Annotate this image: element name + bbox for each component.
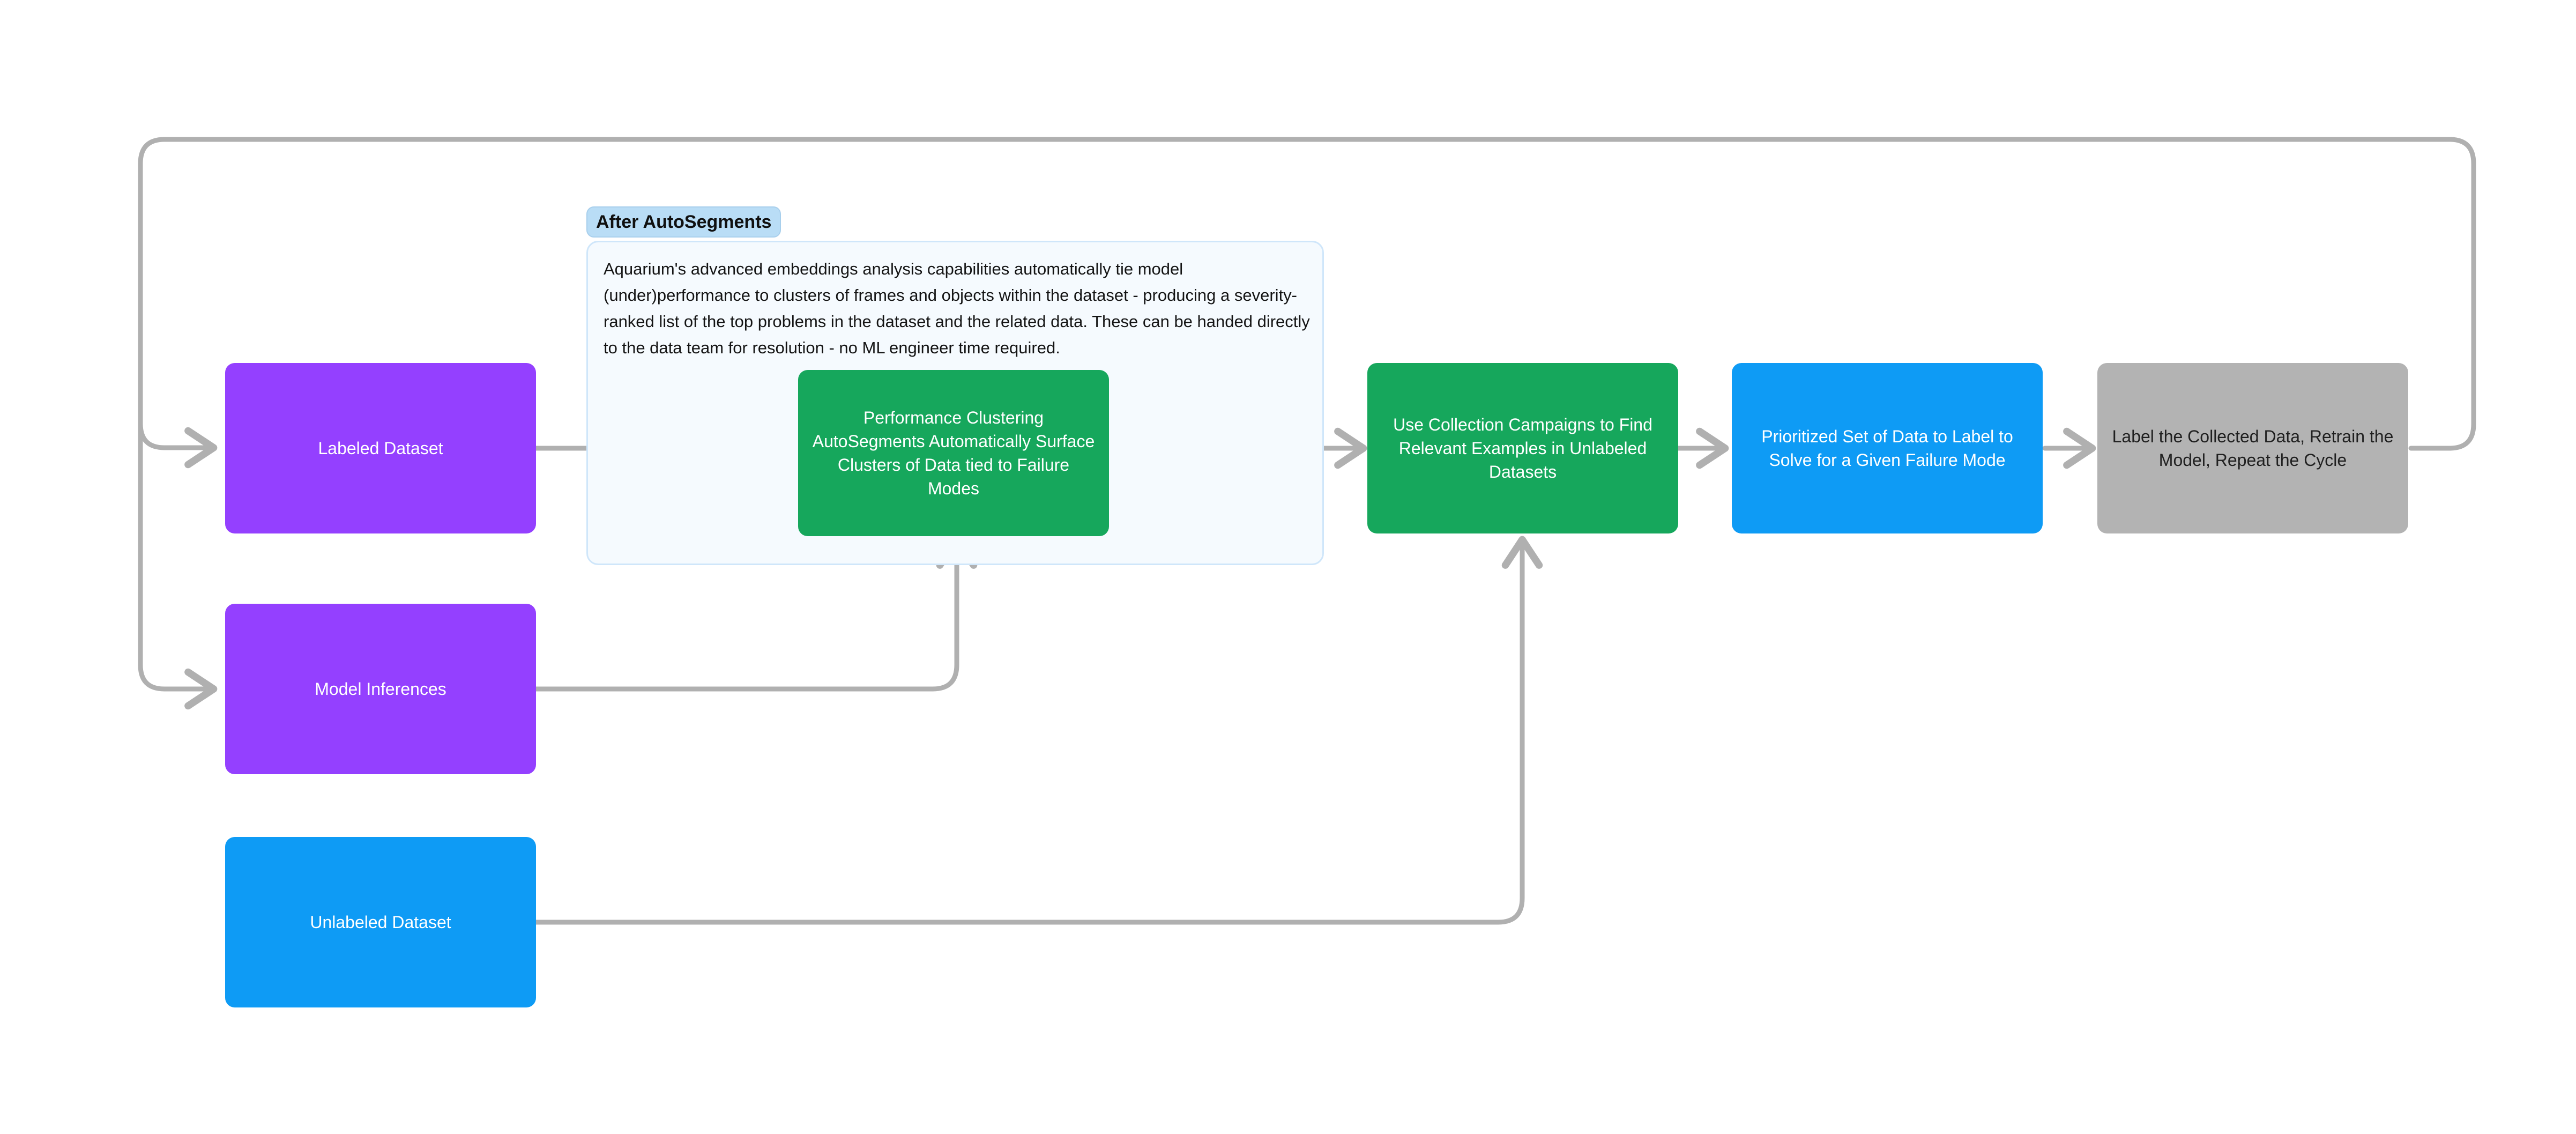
node-labeled-dataset[interactable]: Labeled Dataset <box>225 363 536 533</box>
node-unlabeled-dataset[interactable]: Unlabeled Dataset <box>225 837 536 1007</box>
node-collection-campaigns-label: Use Collection Campaigns to Find Relevan… <box>1393 414 1652 482</box>
node-prioritized-set-label: Prioritized Set of Data to Label to Solv… <box>1761 426 2013 470</box>
after-autosegments-group-label-text: After AutoSegments <box>596 211 772 232</box>
node-model-inferences[interactable]: Model Inferences <box>225 604 536 774</box>
node-collection-campaigns[interactable]: Use Collection Campaigns to Find Relevan… <box>1367 363 1678 533</box>
node-label-retrain-repeat[interactable]: Label the Collected Data, Retrain the Mo… <box>2097 363 2408 533</box>
node-prioritized-set[interactable]: Prioritized Set of Data to Label to Solv… <box>1732 363 2043 533</box>
node-unlabeled-dataset-label: Unlabeled Dataset <box>310 912 451 932</box>
after-autosegments-description-text: Aquarium's advanced embeddings analysis … <box>604 260 1310 357</box>
after-autosegments-description: Aquarium's advanced embeddings analysis … <box>604 256 1311 361</box>
node-performance-clustering[interactable]: Performance Clustering AutoSegments Auto… <box>798 370 1109 536</box>
node-model-inferences-label: Model Inferences <box>315 679 446 699</box>
after-autosegments-group-label: After AutoSegments <box>586 206 781 238</box>
node-labeled-dataset-label: Labeled Dataset <box>318 438 443 458</box>
edge-loop-to-model-inferences <box>138 421 218 710</box>
edge-unlabeled-to-campaigns <box>533 536 1543 925</box>
node-performance-clustering-label: Performance Clustering AutoSegments Auto… <box>812 407 1095 499</box>
node-label-retrain-repeat-label: Label the Collected Data, Retrain the Mo… <box>2112 426 2394 470</box>
